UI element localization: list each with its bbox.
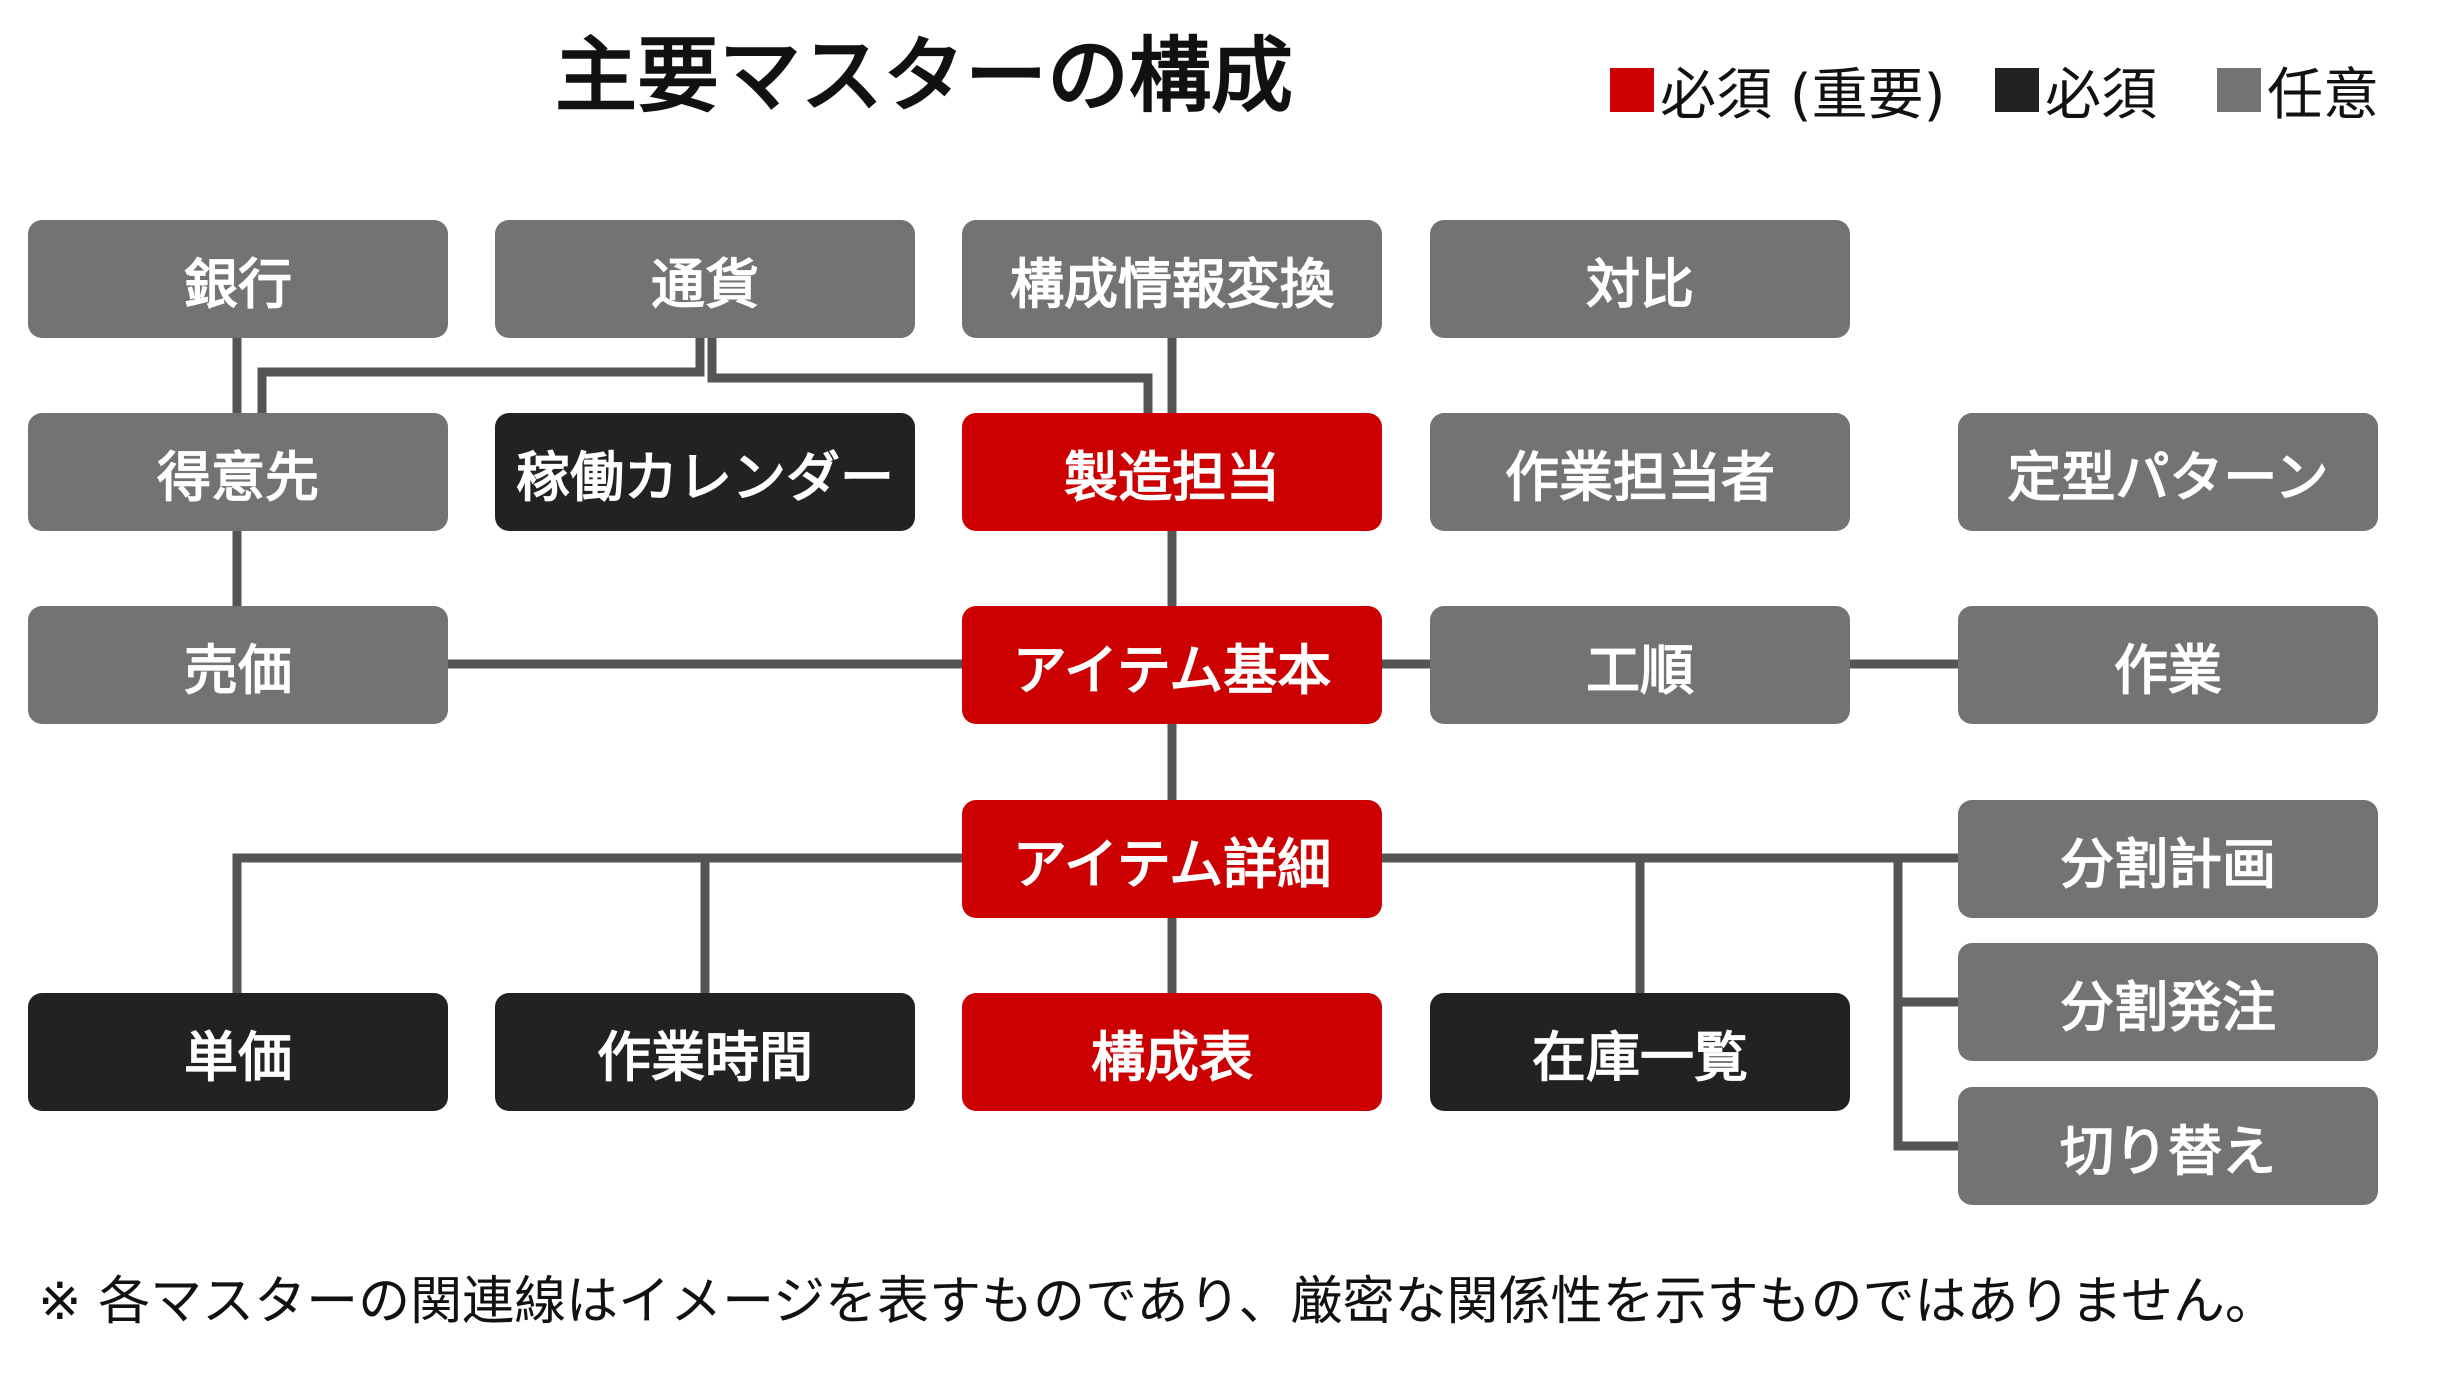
node-customer: 得意先 <box>28 413 448 531</box>
node-split-plan: 分割計画 <box>1958 800 2378 918</box>
node-bom: 構成表 <box>962 993 1382 1111</box>
legend-required: 必須 <box>1995 55 2157 128</box>
node-routing: 工順 <box>1430 606 1850 724</box>
node-selling-price: 売価 <box>28 606 448 724</box>
node-item-detail: アイテム詳細 <box>962 800 1382 918</box>
edge-currency-customer <box>257 331 705 419</box>
legend-label: 必須 <box>2045 62 2157 128</box>
node-config-conversion: 構成情報変換 <box>962 220 1382 338</box>
legend-label: 必須 (重要) <box>1660 62 1946 128</box>
legend-optional: 任意 <box>2217 55 2379 128</box>
edge-currency-manufacturing <box>707 331 1153 419</box>
node-fixed-pattern: 定型パターン <box>1958 413 2378 531</box>
node-unit-price: 単価 <box>28 993 448 1111</box>
node-worker: 作業担当者 <box>1430 413 1850 531</box>
node-comparison: 対比 <box>1430 220 1850 338</box>
legend-swatch-black <box>1995 68 2039 112</box>
legend-swatch-gray <box>2217 68 2261 112</box>
node-switchover: 切り替え <box>1958 1087 2378 1205</box>
node-stock-list: 在庫一覧 <box>1430 993 1850 1111</box>
node-item-basic: アイテム基本 <box>962 606 1382 724</box>
node-split-order: 分割発注 <box>1958 943 2378 1061</box>
node-work: 作業 <box>1958 606 2378 724</box>
legend-label: 任意 <box>2267 62 2379 128</box>
legend-required-important: 必須 (重要) <box>1610 55 1946 128</box>
diagram-title: 主要マスターの構成 <box>555 29 1294 124</box>
footnote: ※ 各マスターの関連線はイメージを表すものであり、厳密な関係性を示すものではあり… <box>38 1272 2277 1332</box>
legend-swatch-red <box>1610 68 1654 112</box>
node-bank: 銀行 <box>28 220 448 338</box>
node-currency: 通貨 <box>495 220 915 338</box>
node-manufacturing-owner: 製造担当 <box>962 413 1382 531</box>
node-work-time: 作業時間 <box>495 993 915 1111</box>
node-work-calendar: 稼働カレンダー <box>495 413 915 531</box>
edge-itemdetail-unitprice <box>232 853 967 999</box>
